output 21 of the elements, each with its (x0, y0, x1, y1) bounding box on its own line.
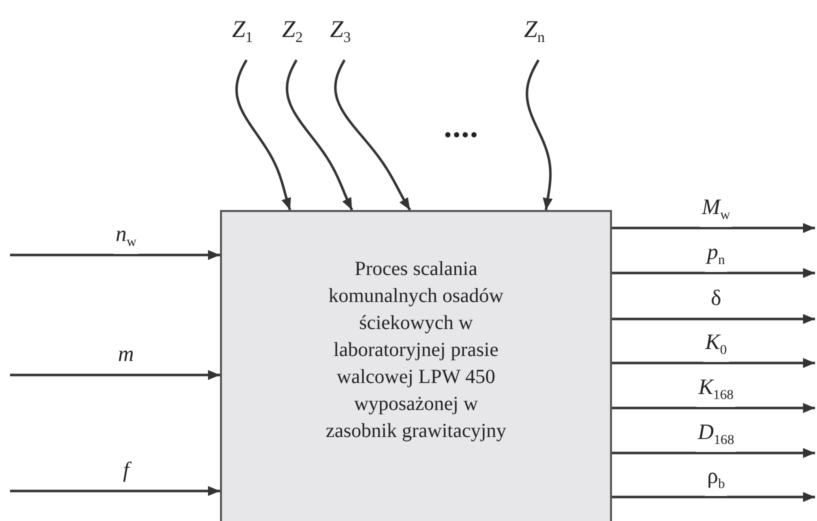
process-box (220, 210, 612, 521)
arrow (612, 358, 815, 368)
wavy-arrow (286, 59, 354, 211)
arrow (612, 223, 815, 233)
arrow (10, 370, 220, 380)
wavy-arrow (526, 59, 553, 211)
arrow (612, 403, 815, 413)
arrow (10, 250, 220, 260)
arrow (10, 486, 220, 496)
arrow (612, 314, 815, 324)
disturbance-label: Z$_{n}$ (524, 16, 545, 52)
disturbance-label: Z$_{1}$ (232, 16, 253, 52)
ellipsis: •••• (444, 122, 479, 148)
wavy-arrow (235, 59, 292, 211)
disturbance-label: Z$_{2}$ (282, 16, 303, 52)
wavy-arrow (334, 59, 412, 211)
arrow (612, 448, 815, 458)
disturbance-label: Z$_{3}$ (330, 16, 351, 52)
arrow (612, 492, 815, 502)
arrow (612, 268, 815, 278)
process-description: Proces scalania komunalnych osadów ściekowych w laboratoryjnej prasie walcowej LPW 450 wyposażonej w zasobnik grawitacyjny (324, 257, 508, 444)
